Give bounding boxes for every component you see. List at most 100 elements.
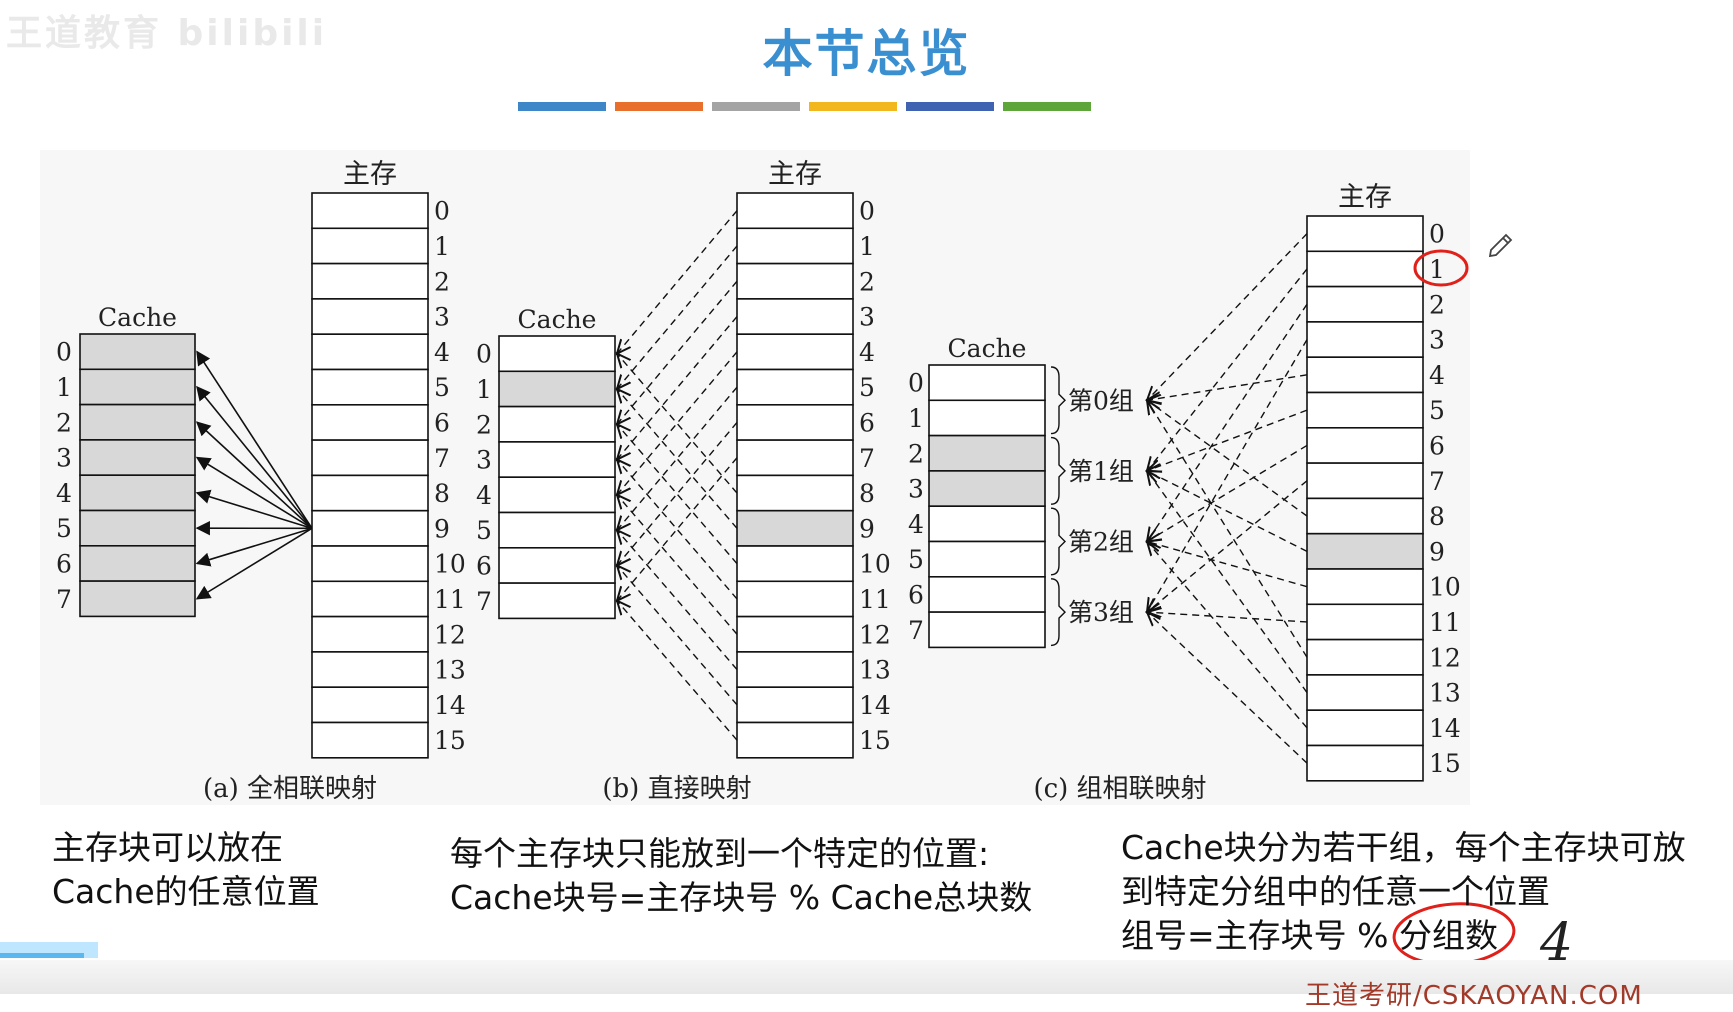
memory-block-index: 14 [1429,714,1461,743]
memory-block-index: 0 [434,197,450,226]
memory-block [737,581,853,616]
memory-block-index: 10 [1429,573,1461,602]
memory-block [1307,357,1423,392]
memory-block [737,511,853,546]
memory-block-index: 3 [859,303,875,332]
cache-block [80,546,195,581]
cache-block-index: 0 [56,338,72,367]
memory-block-index: 14 [434,691,466,720]
cache-block [80,405,195,440]
memory-block [1307,498,1423,533]
memory-block-index: 0 [859,197,875,226]
cache-block [929,471,1045,506]
cache-block-index: 7 [56,585,72,614]
memory-block-index: 12 [1429,643,1461,672]
memory-block [312,405,428,440]
cache-block-index: 3 [56,444,72,473]
memory-block [1307,569,1423,604]
memory-block-index: 8 [1429,502,1445,531]
memory-block-index: 3 [434,303,450,332]
memory-block [312,370,428,405]
memory-block-index: 10 [859,550,891,579]
memory-block-index: 7 [859,444,875,473]
memory-block [312,617,428,652]
memory-block [737,370,853,405]
memory-block [1307,746,1423,781]
memory-block-index: 5 [1429,396,1445,425]
note-line: 主存块可以放在 [52,826,452,870]
memory-block [737,546,853,581]
cache-block-index: 4 [56,479,72,508]
memory-block-index: 7 [1429,467,1445,496]
memory-block [312,334,428,369]
memory-block-index: 2 [434,267,450,296]
memory-block [312,475,428,510]
memory-block [312,511,428,546]
cache-block-index: 5 [476,516,492,545]
memory-block [737,440,853,475]
panel-caption: (c) 组相联映射 [1033,774,1206,804]
cache-block-index: 0 [908,369,924,398]
cache-block-index: 7 [908,616,924,645]
memory-block [737,299,853,334]
cache-block-index: 2 [56,408,72,437]
cache-block [80,334,195,369]
cache-block [499,336,615,371]
memory-block [1307,675,1423,710]
group-label: 第1组 [1068,457,1134,486]
memory-block-index: 14 [859,691,891,720]
panel-caption: (b) 直接映射 [602,774,751,804]
memory-block-index: 1 [1429,255,1445,284]
memory-block-index: 5 [859,373,875,402]
memory-block [737,405,853,440]
cache-block [80,369,195,404]
cache-block-index: 5 [56,514,72,543]
memory-block [312,299,428,334]
cache-label: Cache [98,303,177,332]
memory-block [1307,710,1423,745]
memory-block [312,228,428,263]
memory-block-index: 15 [434,726,466,755]
memory-block [312,652,428,687]
cache-label: Cache [518,305,597,334]
memory-block [312,581,428,616]
memory-block [312,193,428,228]
memory-block-index: 13 [859,656,891,685]
memory-block-index: 8 [434,479,450,508]
memory-block-index: 12 [859,620,891,649]
memory-block [737,652,853,687]
cache-block [499,513,615,548]
memory-block-index: 12 [434,620,466,649]
note-line: Cache块分为若干组，每个主存块可放 [1121,826,1721,870]
pen-icon [1490,235,1511,256]
note-line: 组号=主存块号 % 分组数 [1121,914,1721,958]
cache-block-index: 6 [476,551,492,580]
memory-block-index: 11 [434,585,466,614]
memory-block-index: 11 [859,585,891,614]
memory-block-index: 5 [434,373,450,402]
cache-block [499,477,615,512]
memory-block-index: 15 [859,726,891,755]
memory-block [737,264,853,299]
cache-block [929,612,1045,647]
cache-block [499,407,615,442]
memory-block-index: 1 [859,232,875,261]
memory-block [737,723,853,758]
memory-block-index: 0 [1429,220,1445,249]
note-line: Cache的任意位置 [52,870,452,914]
memory-block [1307,604,1423,639]
memory-block-index: 2 [1429,290,1445,319]
memory-block-index: 4 [1429,361,1445,390]
memory-block-index: 8 [859,479,875,508]
note-fully-associative: 主存块可以放在 Cache的任意位置 [52,826,452,914]
cache-label: Cache [948,334,1027,363]
memory-block [737,228,853,263]
cache-block [80,475,195,510]
cache-block [929,436,1045,471]
cache-block [929,542,1045,577]
memory-label: 主存 [768,159,822,190]
cache-block [499,548,615,583]
memory-block-index: 9 [1429,537,1445,566]
memory-block [737,617,853,652]
memory-block [312,687,428,722]
